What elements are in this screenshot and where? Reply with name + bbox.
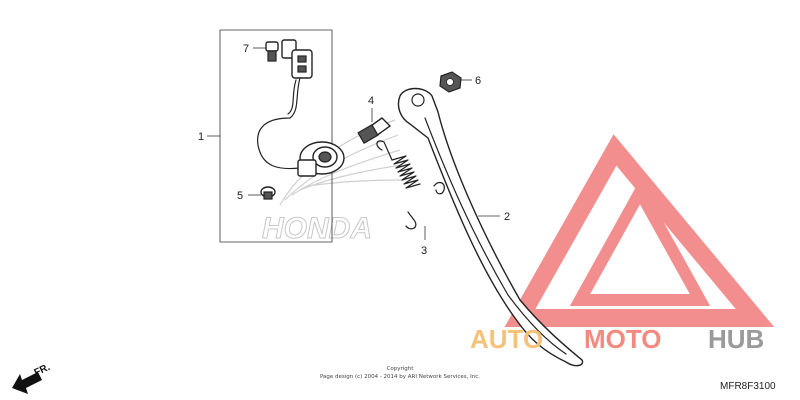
bolt-part-5 <box>260 186 276 200</box>
leader-lines <box>207 47 500 240</box>
honda-watermark: HONDA <box>262 119 405 246</box>
front-direction-indicator: FR. <box>12 362 52 394</box>
nut-part-6 <box>439 71 462 93</box>
callout-7: 7 <box>243 43 249 55</box>
sidestand-switch-part-1 <box>257 39 345 177</box>
bolt-part-7 <box>265 41 279 62</box>
callout-1: 1 <box>198 131 204 143</box>
site-watermark: AUTO MOTO HUB <box>470 324 764 354</box>
callout-6: 6 <box>475 75 481 87</box>
watermark-part-b: MOTO <box>584 324 662 354</box>
direction-arrow-icon <box>12 372 42 394</box>
callout-4: 4 <box>368 95 374 107</box>
watermark-part-c: HUB <box>708 324 764 354</box>
spring-part-3 <box>376 140 421 230</box>
switch-assembly-box <box>219 29 333 243</box>
site-logo-mark <box>504 134 775 327</box>
copyright-title: Copyright <box>387 366 415 372</box>
direction-label: FR. <box>33 362 52 379</box>
callout-5: 5 <box>237 190 243 202</box>
callout-2: 2 <box>504 211 510 223</box>
pivot-bolt-part-4 <box>357 117 391 145</box>
figure-code: MFR8F3100 <box>720 381 776 392</box>
sidestand-part-2 <box>397 87 584 367</box>
copyright-text: Page design (c) 2004 - 2014 by ARI Netwo… <box>320 374 480 380</box>
watermark-part-a: AUTO <box>470 324 543 354</box>
callout-3: 3 <box>421 245 427 257</box>
honda-wordmark: HONDA <box>262 212 372 245</box>
